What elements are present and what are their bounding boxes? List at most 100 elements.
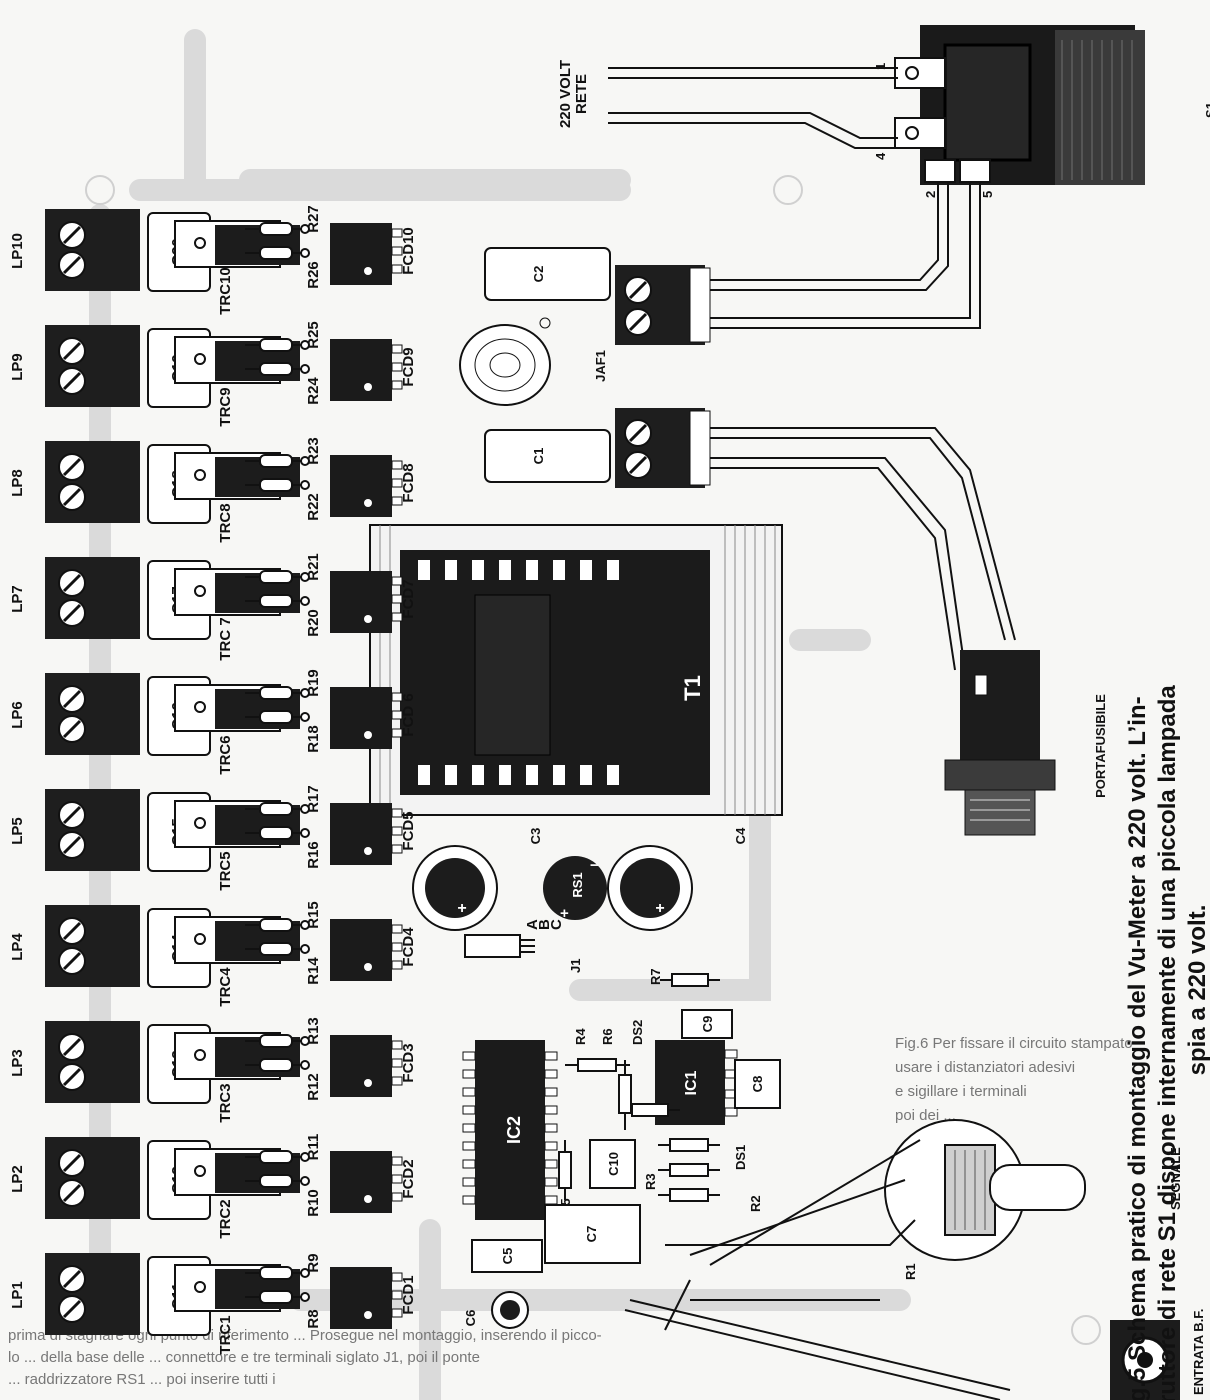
bleed-line: Fig.6 Per fissare il circuito stampato — [895, 1035, 1133, 1052]
c4-label: C4 — [733, 827, 748, 844]
c5-label: C5 — [500, 1248, 515, 1265]
capacitor-c1: C1 — [484, 429, 611, 483]
lamp-output-label: LP9 — [9, 353, 26, 381]
lamp-terminal-block — [45, 325, 140, 407]
resistor — [259, 362, 293, 376]
lamp-output-label: LP5 — [9, 817, 26, 845]
resistor — [259, 826, 293, 840]
capacitor-c3: + — [412, 845, 498, 931]
c1-label: C1 — [531, 448, 546, 465]
inductor-jaf1 — [459, 317, 551, 406]
resistor-label: R10 — [305, 1189, 322, 1217]
ic1-label: IC1 — [683, 1070, 700, 1095]
resistor-label: R23 — [305, 437, 322, 465]
resistor — [259, 1150, 293, 1164]
signal-wires — [624, 1139, 1011, 1400]
potentiometer-r1 — [884, 1119, 1086, 1261]
ic2-label: IC2 — [504, 1116, 524, 1144]
jaf1-label: JAF1 — [593, 350, 608, 382]
triac-label: TRC8 — [217, 503, 234, 542]
capacitor-c8 — [734, 1059, 781, 1109]
r7-label: R7 — [648, 968, 663, 985]
resistor — [259, 1290, 293, 1304]
r4-label: R4 — [573, 1028, 588, 1045]
resistor-label: R25 — [305, 321, 322, 349]
triac-label: TRC6 — [217, 735, 234, 774]
optocoupler — [330, 687, 392, 749]
lamp-output-label: LP4 — [9, 933, 26, 961]
j1-label: J1 — [568, 959, 583, 973]
switch-wires — [700, 182, 981, 329]
optocoupler — [330, 571, 392, 633]
rs1-label: RS1 — [570, 872, 585, 897]
c8-label: C8 — [750, 1076, 765, 1093]
caption-line: Fig.5 Schema pratico di montaggio del Vu… — [1124, 696, 1151, 1400]
optocoupler-label: FCD2 — [400, 1159, 417, 1198]
resistor-label: R18 — [305, 725, 322, 753]
rectifier-rs1: RS1 + − — [543, 856, 607, 922]
resistor — [259, 1034, 293, 1048]
r2-label: R2 — [748, 1195, 763, 1212]
capacitor-c9 — [681, 1009, 733, 1039]
lamp-terminal-block — [45, 673, 140, 755]
triac-label: TRC 7 — [217, 617, 234, 660]
lamp-terminal-block — [45, 557, 140, 639]
svg-text:+: + — [457, 900, 466, 917]
resistor — [259, 802, 293, 816]
optocoupler-label: FCD5 — [400, 811, 417, 850]
lamp-channel: LP10C20TRC10R26R27FCD10 — [9, 205, 417, 315]
mains-label: 220 VOLT — [557, 60, 574, 128]
fuse-holder-label: PORTAFUSIBILE — [1093, 694, 1108, 798]
lamp-channel: LP2C12TRC2R10R11FCD2 — [9, 1134, 417, 1239]
j1-pin-label: A — [524, 919, 541, 930]
switch-label: S1 — [1203, 102, 1210, 118]
svg-text:+: + — [560, 905, 569, 922]
resistor — [259, 1174, 293, 1188]
small-parts — [558, 973, 720, 1202]
optocoupler-label: FCD8 — [400, 463, 417, 502]
optocoupler-label: FCD7 — [400, 579, 417, 618]
lamp-terminal-block — [45, 209, 140, 291]
capacitor-c6 — [491, 1291, 529, 1329]
t1-label: T1 — [680, 675, 705, 701]
c9-label: C9 — [700, 1016, 715, 1033]
c7-label: C7 — [584, 1226, 599, 1243]
resistor — [259, 1266, 293, 1280]
lamp-terminal-block — [45, 789, 140, 871]
optocoupler — [330, 339, 392, 401]
resistor-label: R20 — [305, 609, 322, 637]
terminal-block-fuse — [615, 408, 711, 488]
c6-label: C6 — [463, 1310, 478, 1327]
triac-label: TRC3 — [217, 1083, 234, 1122]
resistor-label: R24 — [305, 377, 322, 405]
bleed-line: usare i distanziatori adesivi — [895, 1059, 1075, 1076]
ic2: IC2 — [462, 1040, 558, 1220]
bleed-line: ... raddrizzatore RS1 ... poi inserire t… — [8, 1371, 276, 1388]
resistor — [259, 478, 293, 492]
optocoupler-label: FCD1 — [400, 1275, 417, 1314]
triac-label: TRC5 — [217, 851, 234, 890]
bleed-text-bottom: prima di stagnare ogni punto di riferime… — [8, 1327, 602, 1388]
bleed-line: e sigillare i terminali — [895, 1083, 1027, 1100]
lamp-terminal-block — [45, 1021, 140, 1103]
triac-label: TRC2 — [217, 1199, 234, 1238]
resistor — [259, 222, 293, 236]
triac-label: TRC9 — [217, 387, 234, 426]
resistor — [259, 918, 293, 932]
resistor — [259, 570, 293, 584]
lamp-output-label: LP3 — [9, 1049, 26, 1077]
rca-input-jack — [1110, 1320, 1180, 1400]
r6-label: R6 — [600, 1028, 615, 1045]
resistor-label: R13 — [305, 1017, 322, 1045]
lamp-channel: LP5C15TRC5R16R17FCD5 — [9, 785, 417, 890]
resistor — [259, 1058, 293, 1072]
connector-j1 — [464, 934, 535, 958]
optocoupler-label: FCD 6 — [400, 693, 417, 736]
optocoupler — [330, 803, 392, 865]
lamp-terminal-block — [45, 441, 140, 523]
triac-label: TRC4 — [217, 967, 234, 1007]
mains-cable — [608, 67, 898, 149]
optocoupler-label: FCD9 — [400, 347, 417, 386]
r3-label: R3 — [643, 1173, 658, 1190]
lamp-channels: LP1C11TRC1R8R9FCD1LP2C12TRC2R10R11FCD2LP… — [9, 205, 417, 1354]
